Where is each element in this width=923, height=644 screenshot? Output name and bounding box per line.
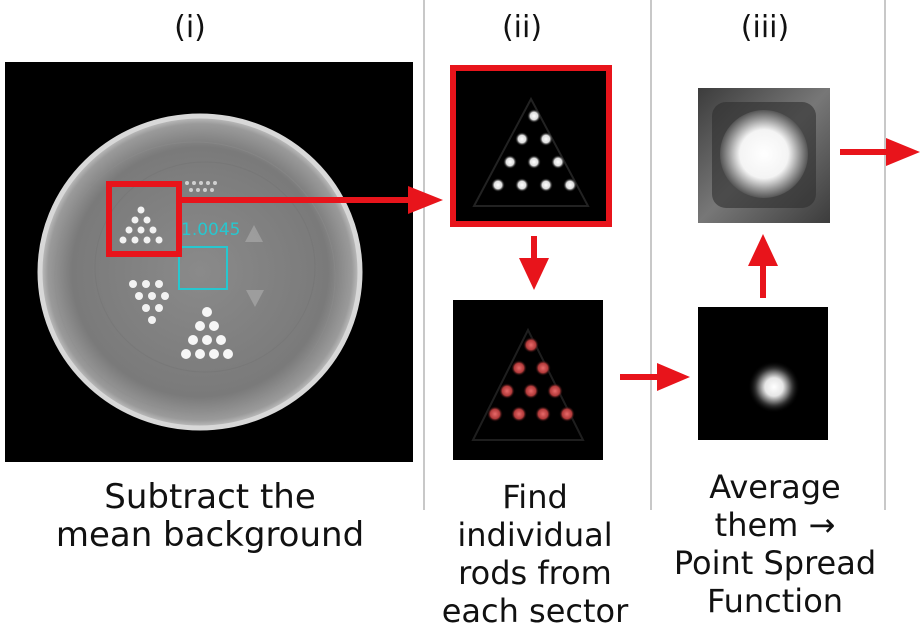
divider-1: [423, 0, 425, 510]
panel-label-i: (i): [174, 10, 206, 45]
caption-i-line-2: mean background: [55, 515, 365, 555]
sector-zoom-image: [450, 65, 612, 227]
rod-row-top-right: [185, 181, 217, 192]
single-rod-image: [698, 307, 828, 440]
arrow-to-single-head: [657, 363, 690, 391]
rod-triangle-bottom: [181, 307, 233, 359]
caption-iii-line-2: them →: [714, 506, 836, 544]
arrow-up-iii-head: [748, 234, 778, 266]
panel-label-iii: (iii): [740, 10, 790, 45]
caption-i-line-1: Subtract the: [104, 477, 316, 517]
faint-triangle-lower-right: [246, 290, 264, 307]
arrow-to-zoom-head: [408, 186, 443, 214]
roi-box: [178, 246, 228, 290]
arrow-down-ii-head: [519, 258, 549, 290]
caption-iii-line-3: Point Spread: [673, 544, 877, 582]
faint-triangle-right: [245, 225, 263, 242]
rod-triangle-mid-left: [129, 280, 169, 324]
arrow-out-head: [886, 138, 920, 166]
caption-ii-line-1: Find: [502, 478, 568, 516]
caption-iii-line-4: Function: [706, 582, 844, 620]
divider-2: [650, 0, 652, 510]
phantom-image: 1.0045: [5, 62, 413, 462]
caption-ii-line-2: individual: [457, 516, 613, 554]
zoomed-rods: [491, 109, 577, 192]
averaged-psf-image: [698, 88, 830, 223]
caption-ii: Find individual rods from each sector: [412, 478, 658, 630]
phantom-disc: [37, 113, 363, 431]
caption-iii-line-1: Average: [709, 468, 841, 506]
roi-value-text: 1.0045: [181, 220, 240, 240]
rod-triangle-top-left: [119, 206, 163, 244]
caption-ii-line-3: rods from: [458, 554, 612, 592]
divider-3: [884, 0, 886, 510]
highlight-box: [106, 181, 182, 257]
detected-rods: [487, 337, 575, 422]
caption-ii-line-4: each sector: [441, 592, 629, 630]
caption-iii: Average them → Point Spread Function: [650, 468, 900, 620]
panel-label-ii: (ii): [501, 10, 543, 45]
caption-i: Subtract the mean background: [15, 478, 405, 554]
detected-rods-image: [453, 300, 603, 460]
